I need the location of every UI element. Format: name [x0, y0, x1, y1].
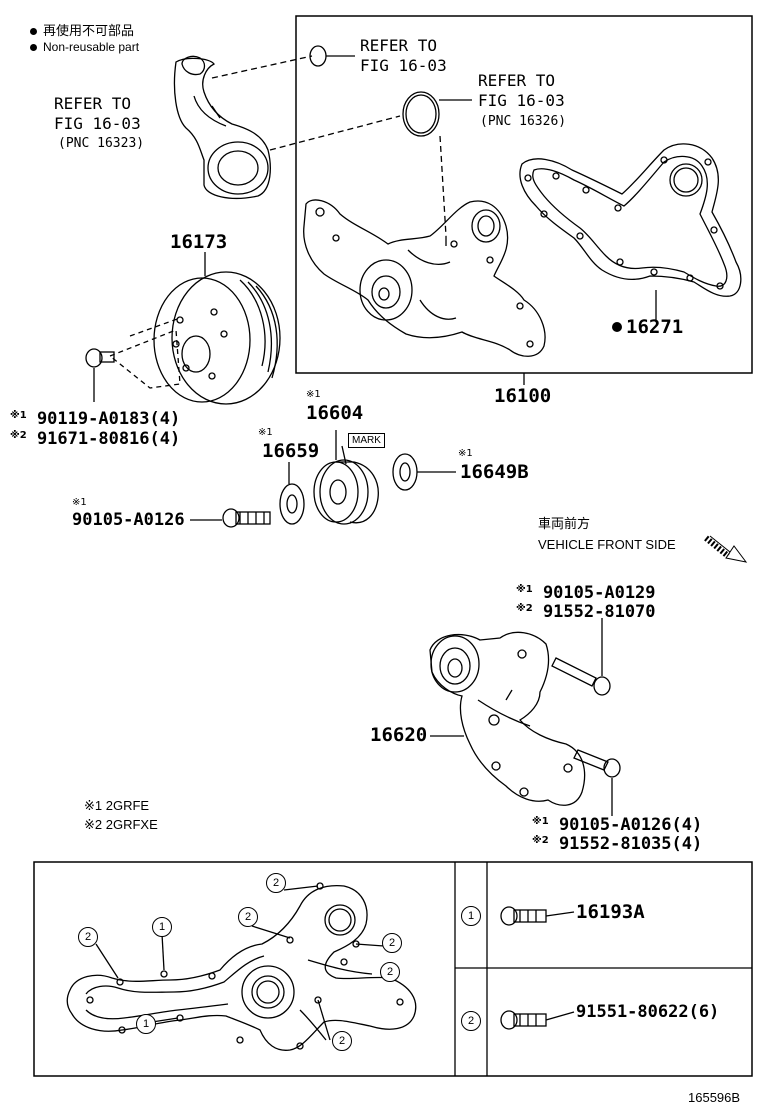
water-pump-body — [303, 199, 546, 357]
tensioner-bolt-2: ※2 91552-81070 — [516, 604, 656, 621]
note-idler-bolt: ※1 — [72, 497, 87, 508]
bolt-idler: 90105-A0126 — [72, 510, 185, 530]
o-ring-small — [309, 45, 327, 67]
ref-mid-line1: REFER TO — [478, 71, 556, 90]
part-16620: 16620 — [370, 724, 428, 746]
idler-bolt — [190, 508, 271, 528]
engine-note-2: ※2 2GRFXE — [84, 817, 158, 832]
figure-id: 165596B — [688, 1090, 741, 1105]
direction-en: VEHICLE FRONT SIDE — [538, 537, 676, 552]
non-reusable-dot-16271 — [612, 322, 622, 332]
ref-left-line3: (PNC 16323) — [58, 136, 145, 151]
callout-2: 2 — [238, 907, 258, 927]
tensioner-bolt-lower — [573, 749, 621, 816]
legend-jp-text: 再使用不可部品 — [43, 23, 135, 38]
table-part-1: 16193A — [576, 901, 645, 923]
note-mark: ※2 — [10, 430, 27, 441]
ref-left-line1: REFER TO — [54, 94, 132, 113]
table-key-2: 2 — [461, 1011, 481, 1031]
bracket-bolt-2: ※2 91552-81035(4) — [532, 836, 702, 853]
legend-non-reusable-en: Non-reusable part — [30, 41, 139, 53]
water-pump-gasket — [519, 143, 742, 297]
o-ring-large — [402, 91, 440, 137]
bolt-pulley-2-number: 91671-80816(4) — [36, 429, 181, 449]
callout-2: 2 — [380, 962, 400, 982]
callout-2: 2 — [266, 873, 286, 893]
note-16604: ※1 — [306, 389, 321, 400]
callout-1: 1 — [136, 1014, 156, 1034]
callout-2: 2 — [78, 927, 98, 947]
table-part-2: 91551-80622(6) — [576, 1002, 720, 1022]
bullet-icon — [30, 44, 37, 52]
bracket-bolt-1: ※1 90105-A0126(4) — [532, 817, 702, 834]
note-mark: ※2 — [516, 603, 533, 614]
ref-mid-line3: (PNC 16326) — [480, 114, 567, 129]
tensioner-bolt-2-number: 91552-81070 — [542, 602, 656, 622]
water-pump-pulley — [153, 252, 281, 405]
belt-tensioner — [429, 631, 586, 806]
bolt-pulley-1: ※1 90119-A0183(4) — [10, 411, 180, 428]
bracket-bolt-1-number: 90105-A0126(4) — [558, 815, 703, 835]
legend-non-reusable-jp: 再使用不可部品 — [30, 24, 134, 37]
pulley-bolt — [85, 348, 115, 402]
idler-plate-16659 — [279, 462, 305, 525]
legend-en-text: Non-reusable part — [43, 40, 140, 54]
table-key-1: 1 — [461, 906, 481, 926]
callout-1: 1 — [152, 917, 172, 937]
bolt-pulley-2: ※2 91671-80816(4) — [10, 431, 180, 448]
detail-bolt-1 — [500, 906, 575, 926]
note-16659: ※1 — [258, 427, 273, 438]
note-mark: ※2 — [532, 835, 549, 846]
ref-mid-line2: FIG 16-03 — [478, 91, 565, 110]
vehicle-front-arrow — [704, 535, 748, 563]
ref-top-line2: FIG 16-03 — [360, 56, 447, 75]
bolt-detail-box — [33, 861, 753, 1077]
note-mark: ※1 — [516, 584, 533, 595]
callout-2: 2 — [332, 1031, 352, 1051]
part-16100: 16100 — [494, 385, 552, 407]
bolt-pulley-1-number: 90119-A0183(4) — [36, 409, 181, 429]
tensioner-bolt-1-number: 90105-A0129 — [542, 583, 656, 603]
part-16604: 16604 — [306, 402, 364, 424]
idler-plate-16649b — [392, 453, 456, 491]
note-16649b: ※1 — [458, 448, 473, 459]
part-16649b: 16649B — [460, 461, 529, 483]
part-16659: 16659 — [262, 440, 320, 462]
bracket-bolt-2-number: 91552-81035(4) — [558, 834, 703, 854]
tensioner-bolt-upper — [551, 618, 611, 696]
note-mark: ※1 — [10, 410, 27, 421]
water-inlet-housing — [173, 55, 271, 199]
part-16271: 16271 — [626, 316, 684, 338]
ref-top-line1: REFER TO — [360, 36, 438, 55]
callout-2: 2 — [382, 933, 402, 953]
direction-jp: 車両前方 — [538, 516, 591, 531]
mark-label: MARK — [348, 433, 385, 448]
detail-bolt-2 — [500, 1010, 575, 1030]
ref-left-line2: FIG 16-03 — [54, 114, 141, 133]
note-mark: ※1 — [532, 816, 549, 827]
engine-note-1: ※1 2GRFE — [84, 798, 150, 813]
idler-pulley-16604 — [313, 430, 379, 525]
bullet-icon — [30, 28, 37, 36]
tensioner-bolt-1: ※1 90105-A0129 — [516, 585, 656, 602]
part-16173: 16173 — [170, 231, 228, 253]
